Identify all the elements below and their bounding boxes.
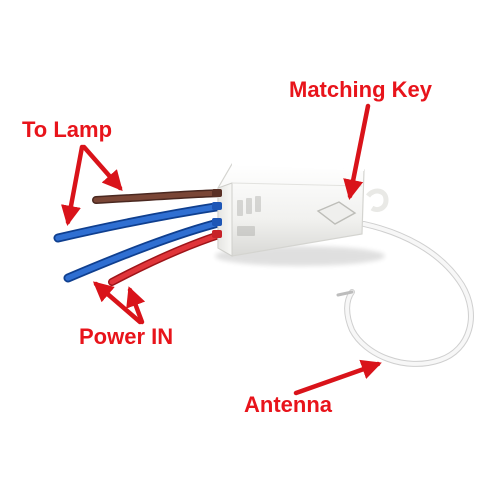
red-wire <box>108 230 226 286</box>
brown-wire <box>92 189 226 204</box>
embossed-marking <box>237 196 261 236</box>
arrow-icon-power-in-left <box>92 281 143 325</box>
arrow-icon-to-lamp-right <box>81 144 123 192</box>
arrow-icon-power-in-right <box>126 286 146 325</box>
matching-key-label: Matching Key <box>289 77 433 102</box>
blue-wire-lower <box>63 217 227 283</box>
arrow-icon-antenna <box>293 359 382 396</box>
to-lamp-label: To Lamp <box>22 117 113 142</box>
receiver-module <box>212 163 389 266</box>
blue-wire-upper <box>53 201 227 243</box>
power-in-label: Power IN <box>79 324 174 349</box>
antenna-clip <box>366 188 389 213</box>
antenna-wire <box>336 221 474 367</box>
arrow-icon-to-lamp-left <box>61 144 85 226</box>
antenna-label: Antenna <box>244 392 332 417</box>
matching-key-button[interactable] <box>316 201 357 225</box>
arrow-icon-matching-key <box>343 103 371 200</box>
